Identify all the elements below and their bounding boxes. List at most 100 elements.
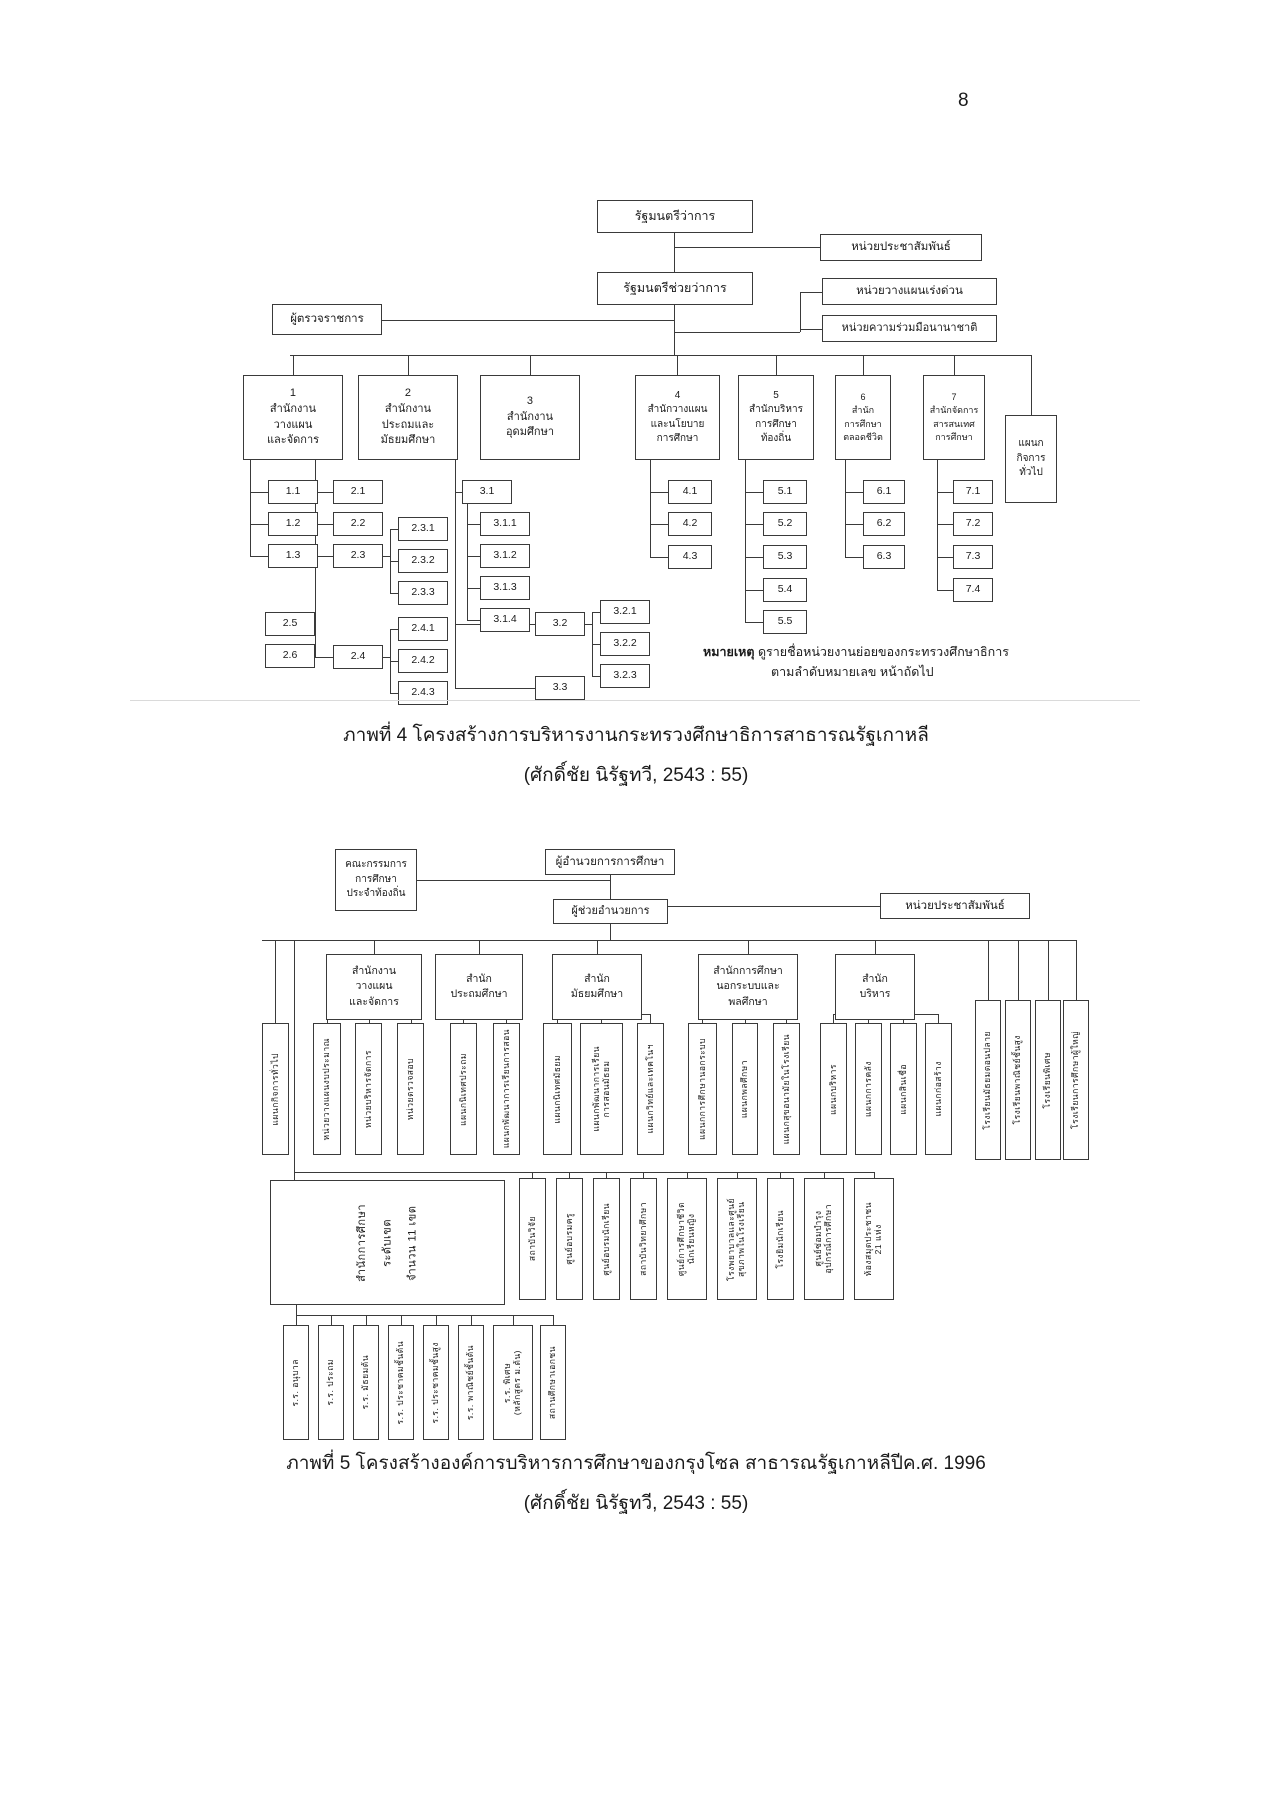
inspector-box-label: ผู้ตรวจราชการ [290,313,364,326]
connector-line [250,492,268,493]
box-2-4-3-label: 2.4.3 [411,686,435,699]
commercial-high-schools-box-label: โรงเรียนพาณิชย์ชั้นสูง [1012,1035,1023,1125]
connector-line [687,1172,688,1178]
connector-line [383,556,390,557]
connector-line [780,1172,781,1178]
admin-dept-box-label: แผนกบริหาร [827,1063,838,1115]
audit-unit-box-label: หน่วยตรวจสอบ [404,1057,415,1121]
connector-line [467,524,480,525]
special-schools-box-label: โรงเรียนพิเศษ [1042,1051,1053,1109]
minister-box-label: รัฐมนตรีว่าการ [634,209,716,224]
inspector-box: ผู้ตรวจราชการ [272,304,382,335]
box-2-3-3: 2.3.3 [398,581,448,605]
bureau-4-box: 4 สำนักวางแผน และนโยบาย การศึกษา [635,375,720,460]
connector-line [294,1172,874,1173]
minister-box: รัฐมนตรีว่าการ [597,200,753,233]
box-3-2-1-label: 3.2.1 [613,605,637,618]
connector-line [401,1315,402,1325]
connector-line [650,524,668,525]
box-4-1: 4.1 [668,480,712,504]
finance-dept-box: แผนกการคลัง [855,1023,882,1155]
dept-primary-box: สำนัก ประถมศึกษา [435,954,523,1020]
box-3-2-label: 3.2 [552,617,568,630]
commercial-high-schools-box: โรงเรียนพาณิชย์ชั้นสูง [1005,1000,1031,1160]
connector-line [532,1172,533,1178]
connector-line [250,556,268,557]
connector-line [262,940,1076,941]
deputy-minister-box-label: รัฐมนตรีช่วยว่าการ [623,281,727,296]
connector-line [674,233,675,272]
box-5-2-label: 5.2 [777,517,793,530]
box-4-3: 4.3 [668,545,712,569]
connector-line [938,1014,939,1023]
connector-line [315,556,333,557]
dept-planning-box: สำนักงาน วางแผน และจัดการ [326,954,422,1020]
connector-line [530,355,531,375]
box-6-2-label: 6.2 [876,517,892,530]
box-4-2-label: 4.2 [682,517,698,530]
construction-dept-box-label: แผนกก่อสร้าง [932,1061,943,1117]
school-health-box-label: แผนกสุขอนามัยในโรงเรียน [780,1033,791,1145]
box-5-4-label: 5.4 [777,583,793,596]
connector-line [455,460,456,688]
note-label: หมายเหตุ [703,645,755,659]
box-7-3: 7.3 [953,545,993,569]
secondary-supervision-box-label: แผนกนิเทศมัธยม [551,1054,562,1124]
admin-unit-box: หน่วยบริหารจัดการ [355,1023,382,1155]
dept-nonformal-box-label: สำนักการศึกษา นอกระบบและ พลศึกษา [713,965,783,1008]
connector-line [610,875,611,899]
special-schools-box: โรงเรียนพิเศษ [1035,1000,1061,1160]
box-2-1: 2.1 [333,480,383,504]
box-3-1: 3.1 [462,480,512,504]
school-hospital-center-box-label: โรงพยาบาลและศูนย์ สุขภาพในโรงเรียน [726,1197,746,1281]
connector-line [296,1305,297,1315]
commercial-lower-school-box-label: ร.ร. พาณิชย์ชั้นต้น [465,1344,476,1421]
figure5-caption: ภาพที่ 5 โครงสร้างองค์การบริหารการศึกษาข… [286,1453,986,1474]
assistant-director-box-label: ผู้ช่วยอำนวยการ [571,904,650,917]
box-2-4: 2.4 [333,645,383,669]
connector-line [296,1315,297,1325]
box-3-1-4-label: 3.1.4 [493,613,517,626]
box-2-4-2: 2.4.2 [398,649,448,673]
public-libraries-box-label: ห้องสมุดประชาชน 21 แห่ง [863,1201,883,1277]
connector-line [592,676,600,677]
bureau-3-box: 3 สำนักงาน อุดมศึกษา [480,375,580,460]
box-7-4: 7.4 [953,578,993,602]
public-libraries-box: ห้องสมุดประชาชน 21 แห่ง [854,1178,894,1300]
connector-line [874,1172,875,1178]
figure4-note: หมายเหตุ ดูรายชื่อหน่วยงานย่อยของกระทรวง… [703,642,1033,682]
box-3-3-label: 3.3 [552,681,568,694]
box-3-2-1: 3.2.1 [600,600,650,624]
special-school-box: ร.ร. พิเศษ (หลักสูตร ม.ต้น) [493,1325,533,1440]
box-2-6-label: 2.6 [282,649,298,662]
box-1-1-label: 1.1 [285,485,301,498]
box-3-2: 3.2 [535,612,585,636]
bureau-6-box: 6 สำนัก การศึกษา ตลอดชีวิต [835,375,891,460]
box-2-3-2: 2.3.2 [398,549,448,573]
connector-line [293,355,294,375]
connector-line [390,593,398,594]
box-6-3: 6.3 [863,545,905,569]
special-school-box-label: ร.ร. พิเศษ (หลักสูตร ม.ต้น) [502,1349,522,1416]
connector-line [674,247,820,248]
box-3-1-3: 3.1.3 [480,576,530,600]
connector-line [745,590,763,591]
credit-dept-box-label: แผนกสินเชื่อ [897,1063,908,1115]
box-2-4-1: 2.4.1 [398,617,448,641]
page-number: 8 [958,90,969,111]
connector-line [331,1315,332,1325]
box-2-4-1-label: 2.4.1 [411,622,435,635]
bureau-5-box-label: 5 สำนักบริหาร การศึกษา ท้องถิ่น [749,389,803,445]
connector-line [467,504,468,620]
box-5-5-label: 5.5 [777,615,793,628]
box-3-1-2: 3.1.2 [480,544,530,568]
box-2-4-3: 2.4.3 [398,681,448,705]
box-2-6: 2.6 [265,644,315,668]
note-text-line2: ตามลำดับหมายเลข หน้าถัดไป [771,665,934,679]
science-tech-box-label: แผนกวิทย์และเทคโนฯ [644,1044,655,1134]
student-training-center-box-label: ศูนย์อบรมนักเรียน [600,1202,611,1276]
budget-planning-unit-box: หน่วยวางแผนงบประมาณ [313,1023,341,1155]
box-5-5: 5.5 [763,610,807,634]
general-affairs-box: แผนก กิจการ ทั่วไป [1005,415,1057,503]
girls-life-education-center-box-label: ศูนย์การศึกษาชีวิต นักเรียนหญิง [676,1201,696,1277]
